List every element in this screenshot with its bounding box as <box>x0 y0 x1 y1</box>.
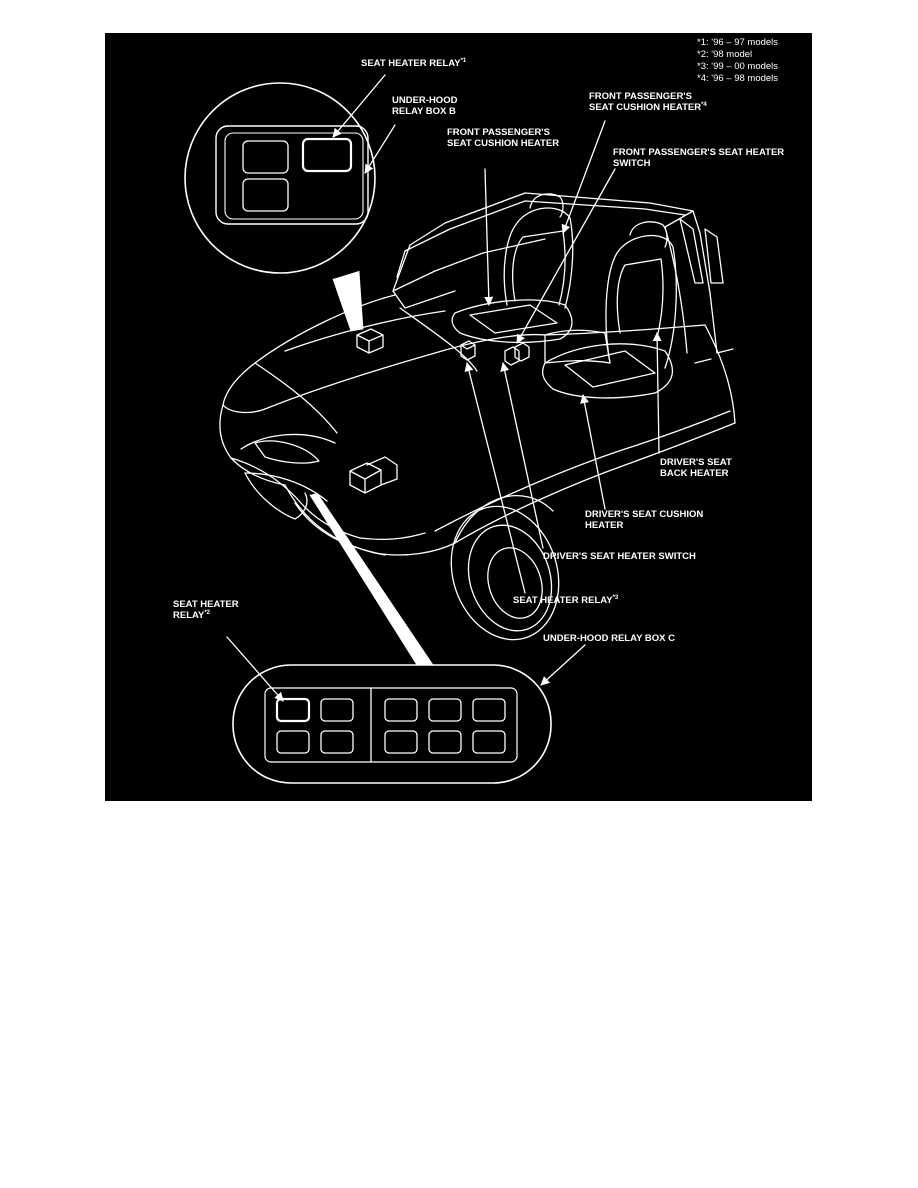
label-under-hood-relay-box-b: UNDER-HOOD RELAY BOX B <box>392 95 458 117</box>
label-drivers-seat-heater-switch: DRIVER'S SEAT HEATER SWITCH <box>543 551 696 562</box>
leader-lines <box>226 74 662 702</box>
label-seat-heater-relay-3: SEAT HEATER RELAY*3 <box>513 595 619 606</box>
relay-b-slot-1 <box>242 140 289 174</box>
seat-heater-relay-b-slot <box>301 137 353 173</box>
seat-heater-relay-c-slot <box>275 697 311 723</box>
relay-box-c-callout <box>232 492 552 784</box>
relay-box-b-callout <box>184 82 376 332</box>
label-front-passenger-cushion-heater: FRONT PASSENGER'S SEAT CUSHION HEATER <box>447 127 560 149</box>
label-front-passenger-cushion-heater-4: FRONT PASSENGER'S SEAT CUSHION HEATER*4 <box>589 91 707 113</box>
footnote-1: *1: '96 – 97 models <box>697 37 779 48</box>
model-footnotes: *1: '96 – 97 models *2: '98 model *3: '9… <box>697 37 778 85</box>
label-under-hood-relay-box-c: UNDER-HOOD RELAY BOX C <box>543 633 675 644</box>
front-passenger-seat <box>451 193 574 344</box>
footnote-2: *2: '98 model <box>697 49 753 60</box>
label-drivers-seat-cushion-heater: DRIVER'S SEAT CUSHION HEATER <box>585 509 704 531</box>
label-seat-heater-relay-1: SEAT HEATER RELAY*1 <box>361 58 467 69</box>
front-wheel <box>450 495 560 641</box>
drivers-seat <box>541 221 677 399</box>
diagram-artwork <box>184 74 736 784</box>
component-boxes <box>349 328 530 494</box>
relay-b-slot-3 <box>242 178 289 212</box>
footnote-3: *3: '99 – 00 models <box>697 61 779 72</box>
label-seat-heater-relay-2: SEAT HEATER RELAY*2 <box>173 599 239 621</box>
seat-heater-diagram: *1: '96 – 97 models *2: '98 model *3: '9… <box>105 33 812 801</box>
label-drivers-seat-back-heater: DRIVER'S SEAT BACK HEATER <box>660 457 732 479</box>
label-front-passenger-heater-switch: FRONT PASSENGER'S SEAT HEATER SWITCH <box>613 147 785 169</box>
footnote-4: *4: '96 – 98 models <box>697 73 779 84</box>
